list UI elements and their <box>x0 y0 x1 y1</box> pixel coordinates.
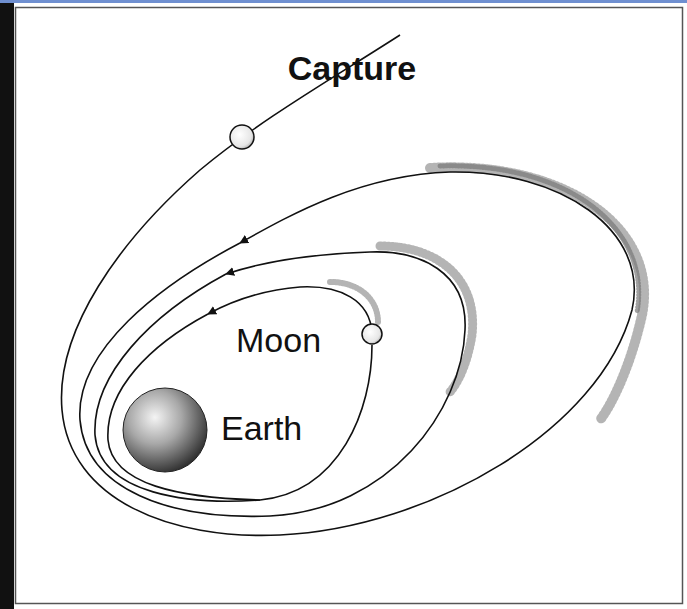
top-rule <box>0 0 687 3</box>
side-bar <box>0 0 14 609</box>
moon-label: Moon <box>236 322 321 359</box>
title-heading: Capture <box>288 50 416 87</box>
tidal-shading <box>330 166 644 420</box>
earth-globe <box>123 388 207 472</box>
orbit-spiral <box>61 35 634 535</box>
earth-label: Earth <box>221 410 302 447</box>
moon-captured <box>230 125 254 149</box>
moon-orbit <box>362 324 382 344</box>
frame-border <box>16 8 683 604</box>
